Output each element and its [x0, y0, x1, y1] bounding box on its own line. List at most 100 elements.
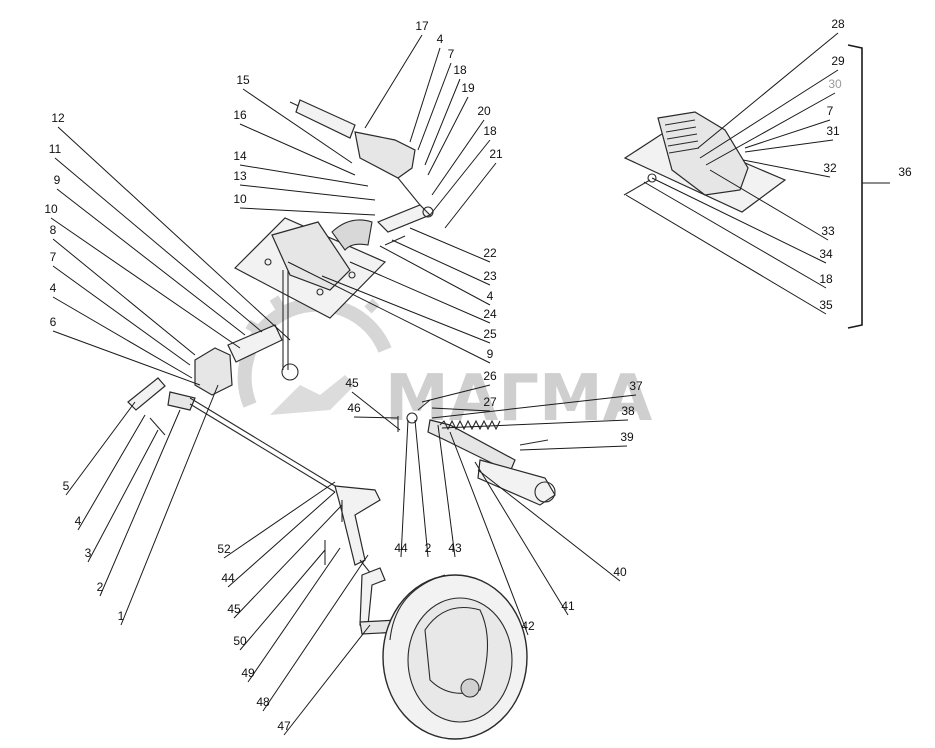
leader-line-6	[52, 330, 201, 386]
pin-23	[384, 235, 406, 246]
leader-line-4	[77, 414, 146, 531]
callout-label-4: 4	[487, 289, 494, 303]
callout-label-26: 26	[483, 369, 497, 383]
leader-line-37	[431, 394, 637, 419]
callout-label-45: 45	[227, 602, 241, 616]
leader-line-18	[643, 181, 827, 289]
callout-label-43: 43	[448, 541, 462, 555]
leader-line-47	[283, 624, 371, 736]
leader-line-14	[239, 164, 369, 187]
leader-line-3	[87, 429, 159, 563]
leader-line-39	[519, 445, 628, 451]
leader-line-8	[52, 238, 196, 356]
leader-line-23	[391, 239, 491, 286]
leader-line-11	[54, 157, 263, 333]
fork-43	[406, 412, 418, 424]
upper-lever-arm	[397, 177, 421, 206]
leader-line-45	[233, 504, 343, 619]
callout-label-52: 52	[217, 542, 231, 556]
callout-label-15: 15	[236, 73, 250, 87]
leader-line-52	[223, 481, 336, 559]
leader-line-30	[705, 92, 836, 166]
bolt-35	[623, 179, 651, 196]
callout-label-44: 44	[221, 571, 235, 585]
callout-label-18: 18	[453, 63, 467, 77]
plate-bolt	[316, 288, 324, 296]
callout-label-41: 41	[561, 599, 575, 613]
lower-link-arm	[359, 567, 386, 626]
leader-line-15	[242, 88, 353, 164]
callout-label-46: 46	[347, 401, 361, 415]
leader-line-25	[321, 275, 491, 344]
leader-line-10	[239, 207, 376, 216]
leader-line-28	[697, 32, 839, 149]
watermark-logo: МАГМА	[237, 283, 653, 436]
leader-line-32	[742, 159, 831, 178]
leader-line-34	[651, 177, 827, 264]
lower-lever	[334, 485, 381, 566]
callout-label-3: 3	[85, 546, 92, 560]
leader-line-46	[353, 416, 399, 419]
callout-label-20: 20	[477, 104, 491, 118]
leader-line-9	[287, 261, 491, 364]
callout-label-11: 11	[49, 142, 62, 156]
upper-lever	[354, 131, 416, 179]
center-bracket	[271, 221, 351, 291]
left-lever	[127, 377, 166, 411]
leader-line-16	[239, 123, 356, 176]
callout-label-6: 6	[50, 315, 57, 329]
group-bracket	[847, 44, 863, 329]
callout-label-21: 21	[489, 147, 503, 161]
callout-label-14: 14	[233, 149, 247, 163]
leader-line-4	[379, 245, 491, 306]
callout-label-35: 35	[819, 298, 833, 312]
left-bracket	[194, 347, 233, 396]
callout-label-1: 1	[118, 609, 125, 623]
sector-gear	[331, 219, 373, 251]
leader-line-2	[414, 419, 429, 558]
leader-line-7	[417, 62, 452, 151]
callout-label-18: 18	[483, 124, 497, 138]
spring-coil	[439, 419, 501, 431]
plate-bolt	[348, 271, 356, 279]
callout-label-7: 7	[50, 250, 57, 264]
callout-label-4: 4	[50, 281, 57, 295]
callout-label-49: 49	[241, 666, 255, 680]
left-shaft	[227, 324, 283, 363]
right-valve-body	[657, 111, 749, 196]
callout-label-18: 18	[819, 272, 833, 286]
callout-label-40: 40	[613, 565, 627, 579]
leader-line-31	[744, 139, 834, 153]
shaft-arm	[376, 204, 432, 233]
callout-label-28: 28	[831, 17, 845, 31]
gear-icon	[237, 297, 392, 408]
callout-label-50: 50	[233, 634, 247, 648]
long-rod	[189, 397, 336, 487]
callout-label-23: 23	[483, 269, 497, 283]
leader-line-1	[120, 384, 219, 626]
leader-line-5	[65, 401, 136, 496]
leader-line-43	[437, 424, 456, 558]
callout-label-8: 8	[50, 223, 57, 237]
callout-label-47: 47	[277, 719, 291, 733]
power-cylinder-end	[534, 481, 556, 503]
callout-label-39: 39	[620, 430, 634, 444]
leader-line-12	[57, 126, 291, 341]
leader-line-33	[709, 169, 829, 241]
callout-label-10: 10	[233, 192, 247, 206]
callout-label-36: 36	[898, 165, 912, 179]
callout-label-29: 29	[831, 54, 845, 68]
callout-label-5: 5	[63, 479, 70, 493]
power-cylinder	[477, 459, 556, 506]
leader-line-17	[364, 34, 423, 129]
leader-line-45	[351, 391, 401, 431]
callout-label-9: 9	[487, 347, 494, 361]
left-shaft-end	[281, 363, 299, 381]
callout-label-22: 22	[483, 246, 497, 260]
callout-label-45: 45	[345, 376, 359, 390]
callout-label-2: 2	[97, 580, 104, 594]
brake-drum-rim	[389, 574, 446, 641]
bolt-3	[149, 417, 166, 436]
